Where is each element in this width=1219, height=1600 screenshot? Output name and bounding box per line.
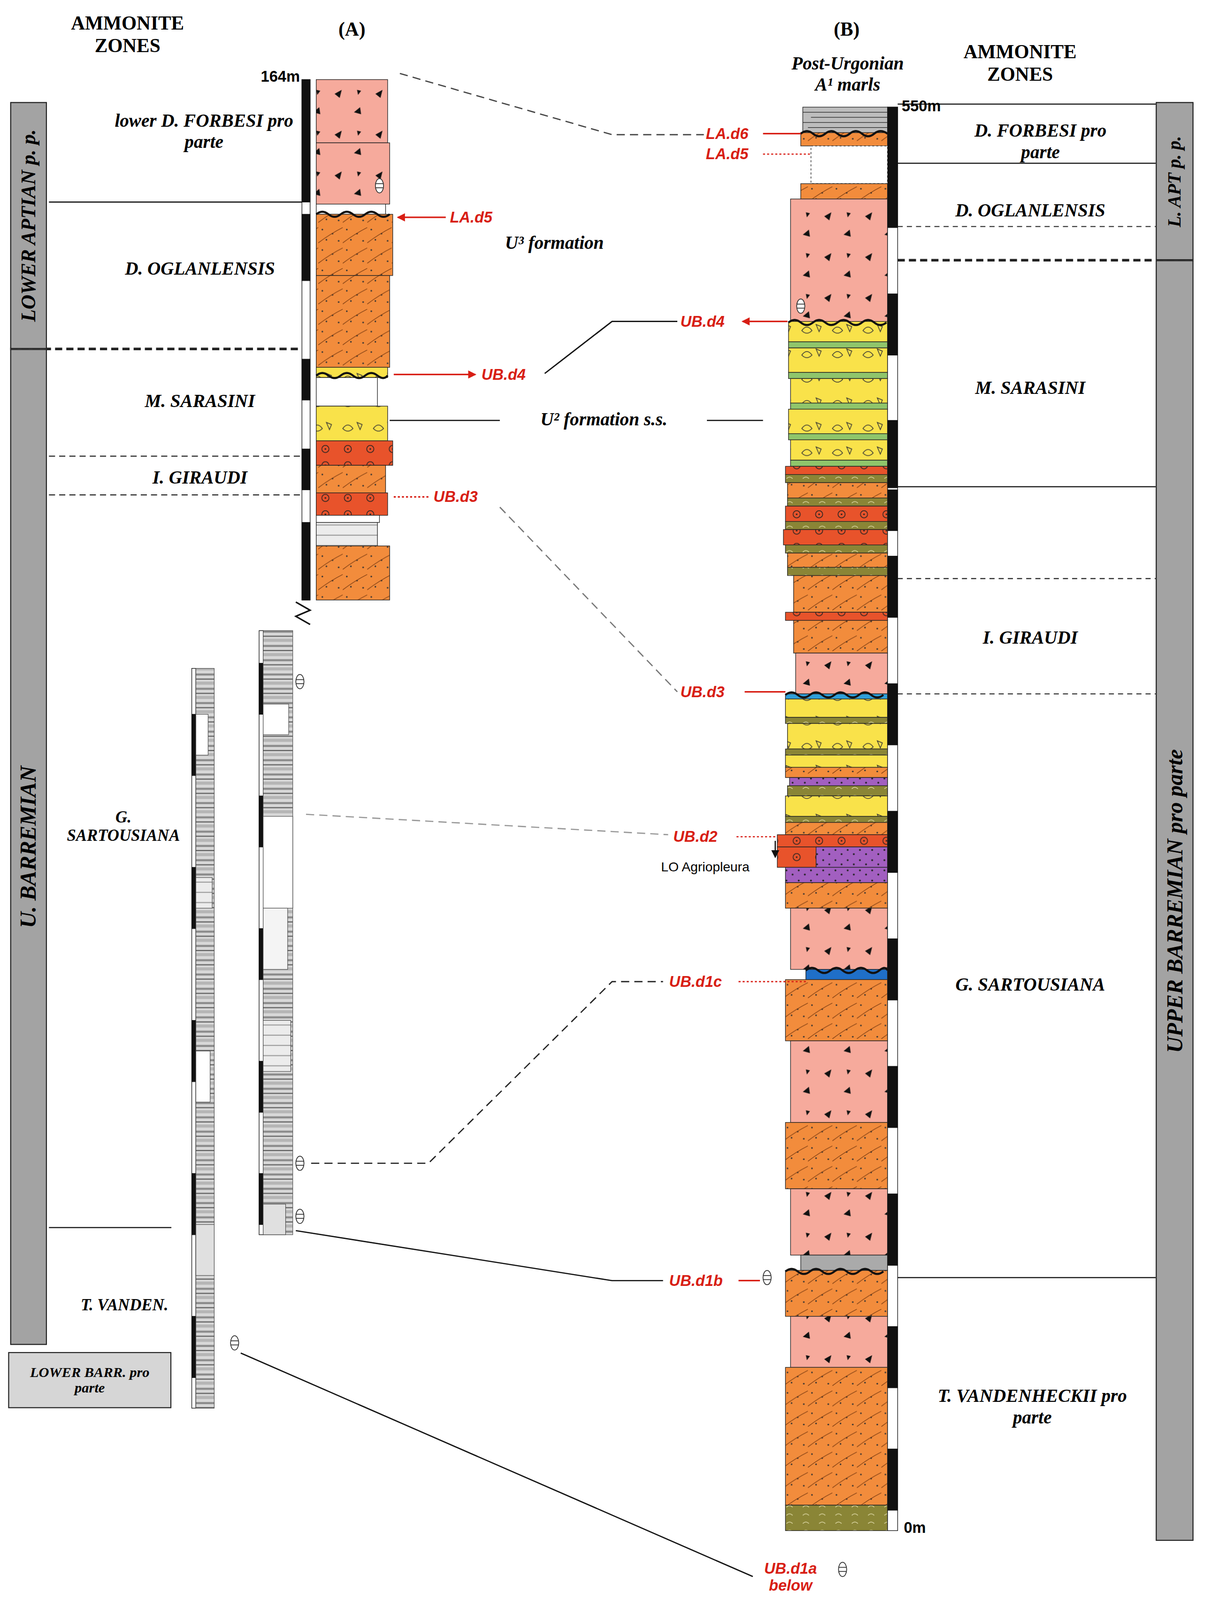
zone-boundaries — [10, 104, 1194, 1278]
lower-a-logs — [195, 630, 293, 1408]
stage-name: L. APT p. p. — [1164, 135, 1186, 227]
discontinuity-label: LA.d5 — [705, 145, 764, 163]
formation-name: Post-Urgonian A¹ marls — [785, 53, 910, 96]
discontinuity-label: UB.d4 — [481, 365, 545, 383]
discontinuity-label: UB.d1a below — [757, 1558, 825, 1594]
zone-name: D. FORBESI pro parte — [964, 120, 1118, 163]
biostratigraphic-note: LO Agriopleura — [660, 858, 774, 875]
discontinuity-label: LA.d5 — [449, 207, 514, 226]
zone-name: M. SARASINI — [101, 390, 298, 413]
thickness-mark: 0m — [903, 1518, 945, 1536]
zone-name: lower D. FORBESI pro parte — [114, 110, 294, 154]
stage-band: U. BARREMIAN — [10, 348, 47, 1345]
stage-band: LOWER BARR. pro parte — [7, 1351, 172, 1409]
zone-name: D. OGLANLENSIS — [101, 258, 298, 280]
column-a-beds — [295, 79, 393, 625]
discontinuity-label: UB.d3 — [680, 682, 742, 700]
discontinuity-label: LA.d6 — [705, 124, 764, 142]
zone-name: D. OGLANLENSIS — [912, 199, 1148, 222]
zone-name: I. GIRAUDI — [101, 467, 298, 489]
column-heading: AMMONITE ZONES — [943, 40, 1097, 86]
column-heading: AMMONITE ZONES — [51, 12, 205, 58]
column-b-beds — [777, 107, 888, 1531]
stage-band: UPPER BARREMIAN pro parte — [1155, 260, 1194, 1541]
thickness-mark: 164m — [251, 67, 300, 85]
thickness-mark: 550m — [901, 96, 957, 115]
discontinuity-label: UB.d3 — [433, 487, 498, 506]
formation-name: U³ formation — [505, 232, 679, 255]
discontinuity-label: UB.d4 — [680, 312, 742, 330]
stage-name: U. BARREMIAN — [15, 765, 43, 928]
discontinuity-label: UB.d2 — [673, 827, 735, 845]
correlation-lines — [240, 73, 764, 1577]
column-letter: (B) — [823, 18, 871, 41]
stage-band: L. APT p. p. — [1155, 101, 1194, 261]
erosion-surfaces — [316, 130, 888, 1274]
zone-name: T. VANDENHECKII pro parte — [930, 1385, 1135, 1429]
formation-name: U² formation s.s. — [502, 409, 705, 431]
stage-name: LOWER APTIAN p. p. — [16, 129, 41, 322]
discontinuity-label: UB.d1c — [669, 972, 737, 990]
zone-name: T. VANDEN. — [59, 1295, 190, 1314]
column-letter: (A) — [328, 18, 376, 41]
zone-name: I. GIRAUDI — [912, 627, 1148, 650]
discontinuity-label: UB.d1b — [669, 1271, 737, 1289]
zone-name: G. SARTOUSIANA — [912, 974, 1148, 997]
stage-name: UPPER BARREMIAN pro parte — [1161, 748, 1189, 1053]
scale-bars — [191, 79, 898, 1531]
stage-name: LOWER BARR. pro parte — [13, 1364, 167, 1396]
fossil-icons — [230, 178, 847, 1577]
zone-name: M. SARASINI — [912, 377, 1148, 399]
zone-name: G. SARTOUSIANA — [57, 807, 191, 845]
stage-band: LOWER APTIAN p. p. — [10, 101, 47, 349]
discontinuity-markers — [393, 133, 812, 1281]
